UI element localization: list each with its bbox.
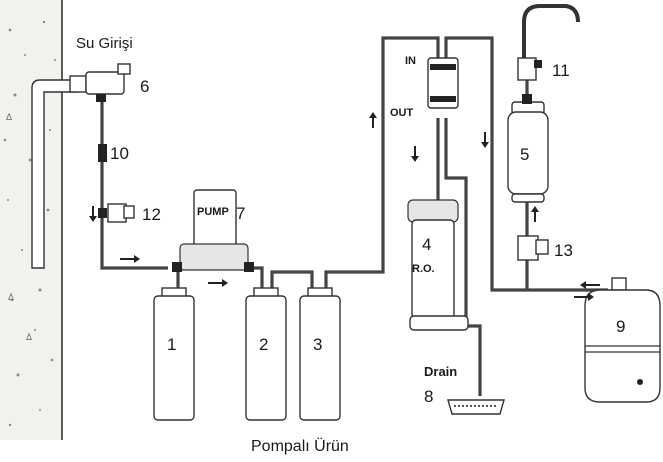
wall-inlet-pipe [31,79,79,269]
drain-label: Drain [424,364,457,379]
component-number-4: 4 [422,235,431,254]
component-number-6: 6 [140,77,149,96]
post-carbon-filter [507,94,549,203]
ro-in-label: IN [405,55,416,67]
high-pressure-switch [98,203,135,223]
component-number-7: 7 [236,204,245,223]
component-number-2: 2 [259,335,268,354]
storage-tank [584,277,661,403]
svg-text:Δ: Δ [26,332,32,342]
carbon-filter-3 [299,287,341,421]
diagram-caption: Pompalı Ürün [251,437,349,455]
ro-membrane-housing [407,199,469,331]
component-number-8: 8 [424,387,433,406]
wall: Δ Δ Δ Δ [0,0,63,440]
low-pressure-switch [98,144,107,162]
check-valve [517,235,549,261]
component-number-9: 9 [616,317,625,336]
component-number-1: 1 [167,335,176,354]
svg-text:Δ: Δ [8,292,14,302]
carbon-filter-2 [245,287,287,421]
pump-label: PUMP [197,206,229,218]
drain-bowl [447,399,505,415]
component-number-12: 12 [142,205,161,224]
ro-label: R.O. [412,263,435,275]
booster-pump [172,189,254,272]
svg-text:Δ: Δ [6,112,12,122]
sediment-filter-1 [153,287,195,421]
component-number-5: 5 [520,145,529,164]
component-number-11: 11 [552,61,570,80]
flow-arrows [89,112,600,301]
faucet [517,4,580,81]
component-number-13: 13 [554,241,573,260]
component-number-3: 3 [313,335,322,354]
component-number-10: 10 [110,144,129,163]
water-inlet-label: Su Girişi [76,35,133,52]
ro-out-label: OUT [390,107,414,119]
flow-restrictor [427,57,459,109]
inlet-valve [69,63,131,102]
